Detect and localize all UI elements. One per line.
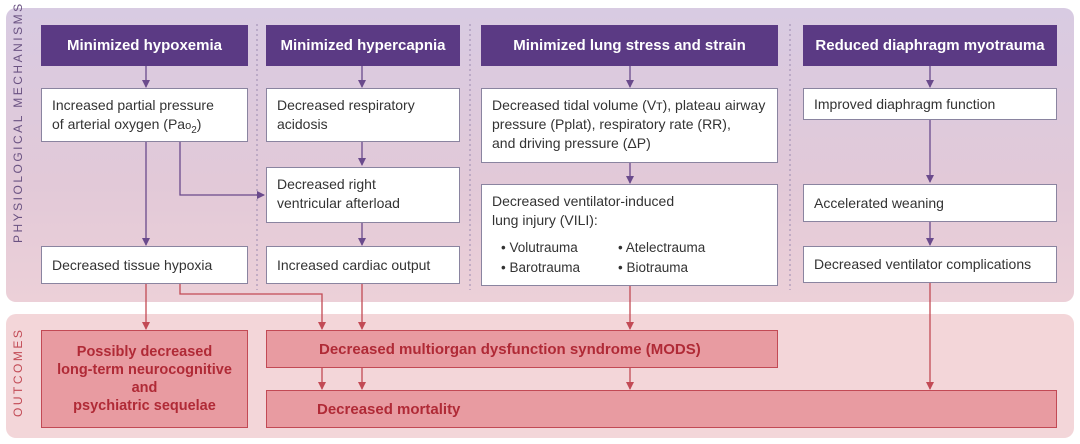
- box-decreased-vili: Decreased ventilator-induced lung injury…: [481, 184, 778, 286]
- box-increased-pao2-line2: of arterial oxygen (Pao2): [52, 116, 202, 136]
- acidosis-line1: Decreased respiratory: [277, 97, 415, 113]
- bullet-barotrauma: • Barotrauma: [501, 260, 581, 275]
- box-improved-diaphragm-function: Improved diaphragm function: [803, 88, 1057, 120]
- outcome-decreased-mods: Decreased multiorgan dysfunction syndrom…: [266, 330, 778, 368]
- column-dividers: [256, 24, 791, 290]
- sequelae-line2: long-term neurocognitive: [57, 362, 232, 378]
- sequelae-line1: Possibly decreased: [76, 344, 213, 360]
- box-increased-pao2-line1: Increased partial pressure: [52, 97, 214, 113]
- vili-line2: lung injury (VILI):: [492, 212, 598, 228]
- box-decreased-rv-afterload: Decreased right ventricular afterload: [266, 167, 460, 223]
- vili-line1: Decreased ventilator-induced: [492, 193, 675, 209]
- box-decreased-respiratory-acidosis: Decreased respiratory acidosis: [266, 88, 460, 142]
- header-minimized-hypercapnia: Minimized hypercapnia: [266, 25, 460, 66]
- bullet-biotrauma: • Biotrauma: [618, 260, 689, 275]
- header-reduced-diaphragm-myotrauma: Reduced diaphragm myotrauma: [803, 25, 1057, 66]
- box-increased-pao2: Increased partial pressure of arterial o…: [41, 88, 248, 142]
- afterload-line1: Decreased right: [277, 176, 376, 192]
- sequelae-line4: psychiatric sequelae: [73, 398, 216, 414]
- mechanism-arrows: [142, 66, 934, 246]
- tidal-line1: Decreased tidal volume (Vᴛ), plateau air…: [492, 97, 766, 113]
- box-accelerated-weaning: Accelerated weaning: [803, 184, 1057, 222]
- header-minimized-lung-stress: Minimized lung stress and strain: [481, 25, 778, 66]
- box-decreased-tissue-hypoxia: Decreased tissue hypoxia: [41, 246, 248, 284]
- sequelae-line3: and: [131, 380, 158, 396]
- outcome-neurocognitive-sequelae: Possibly decreased long-term neurocognit…: [41, 330, 248, 428]
- outcome-decreased-mortality: Decreased mortality: [266, 390, 1057, 428]
- acidosis-line2: acidosis: [277, 116, 328, 132]
- bullet-volutrauma: • Volutrauma: [501, 240, 578, 255]
- box-decreased-tidal-volume: Decreased tidal volume (Vᴛ), plateau air…: [481, 88, 778, 163]
- afterload-line2: ventricular afterload: [277, 195, 400, 211]
- tidal-line2: pressure (Pplat), respiratory rate (RR),: [492, 116, 731, 132]
- box-decreased-ventilator-complications: Decreased ventilator complications: [803, 246, 1057, 283]
- outcome-arrows: [142, 283, 934, 390]
- tidal-line3: and driving pressure (ΔP): [492, 135, 651, 151]
- header-minimized-hypoxemia: Minimized hypoxemia: [41, 25, 248, 66]
- bullet-atelectrauma: • Atelectrauma: [618, 240, 706, 255]
- box-increased-cardiac-output: Increased cardiac output: [266, 246, 460, 284]
